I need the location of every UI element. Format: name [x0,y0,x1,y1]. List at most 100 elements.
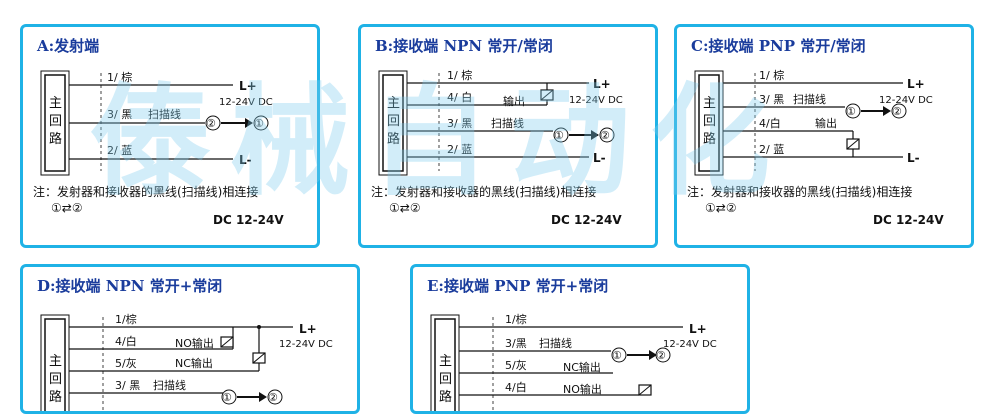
block-char-2: 回 [387,114,400,129]
block-char-3: 路 [49,131,62,147]
panel-a-emitter: A:发射端 主 回 路 1/ 棕 3/ 黑 扫描线 2/ 蓝 L+ 12-24V… [20,24,320,248]
nc-output-label: NC输出 [563,360,601,374]
circle-1-text: ① [254,117,264,130]
nc-output-label: NC输出 [175,356,213,370]
voltage-label: 12-24V DC [879,95,933,106]
block-char-1: 主 [439,354,452,369]
l-plus-label: L+ [689,322,707,336]
panel-c-wiring-diagram: 主 回 路 1/ 棕 L+ 12-24V DC 3/ 黑 扫描线 ① ② 4/白… [694,68,933,176]
no-output-label: NO输出 [563,382,602,396]
block-char-3: 路 [703,131,716,147]
circle-2-text: ② [892,105,902,118]
block-char-3: 路 [49,389,62,405]
panel-c-note: 注：发射器和接收器的黑线(扫描线)相连接 [687,185,913,199]
l-plus-label: L+ [299,322,317,336]
circle-1-marker [553,127,569,143]
circle-1-marker [611,347,627,363]
no-relay-slash [638,384,652,396]
wire-label-gray: 5/灰 [505,358,527,372]
wire-label-white: 4/白 [115,334,137,348]
circle-2-marker [205,115,221,131]
block-char-2: 回 [49,114,62,129]
arrow-head [883,106,891,116]
arrow-head [649,350,657,360]
circle-1-marker [253,115,269,131]
wire-label-black: 3/ 黑 [759,93,784,106]
wire-label-black: 3/ 黑 [115,379,140,392]
main-circuit-outer [40,314,70,411]
panel-a-title: A:发射端 [37,37,100,55]
l-plus-label: L+ [593,77,611,91]
scan-line-label: 扫描线 [539,336,572,350]
circle-2-marker [891,103,907,119]
panel-b-title: B:接收端 NPN 常开/常闭 [375,37,553,55]
block-char-3: 路 [439,389,452,405]
circle-1-text: ① [846,105,856,118]
scan-line-label: 扫描线 [491,116,524,130]
wire-label-blue: 2/ 蓝 [759,143,784,156]
wire-label-brown: 1/棕 [505,312,527,326]
main-circuit-block [434,318,456,411]
block-char-1: 主 [703,96,716,111]
wire-label-white: 4/白 [759,116,781,130]
circle-2-marker [655,347,671,363]
panel-a-wiring-diagram: 主 回 路 1/ 棕 3/ 黑 扫描线 2/ 蓝 L+ 12-24V DC ② … [40,70,273,176]
panel-c-pnp-no-nc: C:接收端 PNP 常开/常闭 主 回 路 1/ 棕 L+ 12-24V DC … [674,24,974,248]
relay-slash [846,138,860,150]
arrow-head [259,392,267,402]
circle-2-marker [599,127,615,143]
main-circuit-outer [378,70,408,176]
panel-e-pnp-no-plus-nc: E:接收端 PNP 常开+常闭 主 回 路 1/棕 L+ 12-24V DC 3… [410,264,750,414]
panel-c-note-symbol: ①⇄② [705,201,737,215]
wire-label-black: 3/黑 [505,337,527,350]
wire-label-white: 4/白 [505,380,527,394]
wire-label-blue: 2/ 蓝 [447,143,472,156]
l-plus-label: L+ [907,77,925,91]
wire-label-brown: 1/ 棕 [107,70,132,84]
output-label: 输出 [503,94,525,108]
panel-d-wiring-diagram: 主 回 路 1/棕 L+ 12-24V DC 4/白 NO输出 5/灰 NC输出… [40,312,333,411]
no-relay-slash [220,336,234,348]
circle-2-text: ② [600,129,610,142]
circle-1-text: ① [612,349,622,362]
panel-a-dc: DC 12-24V [213,213,284,227]
circle-1-text: ① [222,391,232,404]
block-char-2: 回 [703,114,716,129]
main-circuit-outer [694,70,724,176]
panel-b-dc: DC 12-24V [551,213,622,227]
relay-slash [540,89,554,101]
panel-a-note: 注：发射器和接收器的黑线(扫描线)相连接 [33,185,259,199]
panel-e-wiring-diagram: 主 回 路 1/棕 L+ 12-24V DC 3/黑 扫描线 ① ② 5/灰 N… [430,312,717,411]
voltage-label: 12-24V DC [663,339,717,350]
panel-d-npn-no-plus-nc: D:接收端 NPN 常开+常闭 主 回 路 1/棕 L+ 12-24V DC 4… [20,264,360,414]
main-circuit-block [382,74,404,172]
scan-line-label: 扫描线 [148,107,181,121]
scan-line-label: 扫描线 [153,378,186,392]
panel-e-title: E:接收端 PNP 常开+常闭 [427,277,609,295]
panel-b-note-symbol: ①⇄② [389,201,421,215]
wire-label-gray: 5/灰 [115,356,137,370]
main-circuit-block [44,318,66,411]
circle-2-text: ② [206,117,216,130]
l-minus-label: L- [239,153,252,167]
circle-1-text: ① [554,129,564,142]
panel-b-note: 注：发射器和接收器的黑线(扫描线)相连接 [371,185,597,199]
l-minus-label: L- [593,151,606,165]
wire-label-black: 3/ 黑 [107,108,132,121]
circle-2-text: ② [268,391,278,404]
circle-1-marker [845,103,861,119]
voltage-label: 12-24V DC [219,97,273,108]
block-char-1: 主 [49,96,62,111]
wire-label-brown: 1/ 棕 [759,68,784,82]
block-char-2: 回 [439,372,452,387]
panel-b-npn-no-nc: B:接收端 NPN 常开/常闭 主 回 路 1/ 棕 L+ 12-24V DC … [358,24,658,248]
block-char-3: 路 [387,131,400,147]
voltage-label: 12-24V DC [569,95,623,106]
voltage-label: 12-24V DC [279,339,333,350]
panel-b-wiring-diagram: 主 回 路 1/ 棕 L+ 12-24V DC 4/ 白 输出 3/ 黑 扫描线… [378,68,623,176]
l-plus-label: L+ [239,79,257,93]
main-circuit-outer [430,314,460,411]
wire-label-black: 3/ 黑 [447,117,472,130]
output-label: 输出 [815,116,837,130]
no-output-label: NO输出 [175,336,214,350]
